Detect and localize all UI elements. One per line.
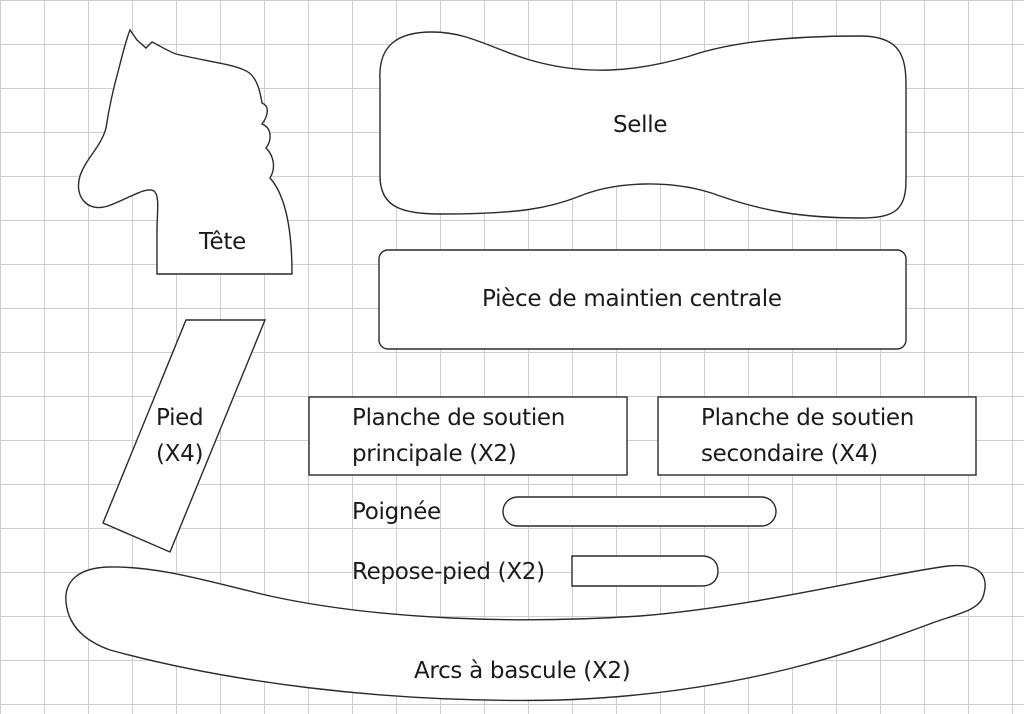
foot-label-line2: (X4) (156, 441, 204, 467)
secondary-support-board-outline (657, 396, 977, 476)
secondary-support-board-label-line2: secondaire (X4) (701, 441, 878, 467)
handle-outline (502, 496, 777, 527)
head-label: Tête (199, 229, 246, 255)
secondary-support-board-label-line1: Planche de soutien (701, 405, 915, 431)
main-support-board-label-line1: Planche de soutien (352, 405, 566, 431)
foot-outline (102, 319, 267, 553)
main-support-board-label-line2: principale (X2) (352, 441, 517, 467)
rocker-outline (65, 564, 986, 702)
central-support-label: Pièce de maintien centrale (482, 286, 782, 312)
saddle-label: Selle (613, 112, 668, 138)
central-support-outline (378, 249, 907, 350)
head-outline (77, 28, 293, 275)
footrest-label: Repose-pied (X2) (352, 559, 545, 585)
saddle-outline (379, 31, 907, 219)
main-support-board-outline (308, 396, 628, 476)
foot-label-line1: Pied (156, 405, 204, 431)
footrest-outline (571, 555, 719, 587)
handle-label: Poignée (352, 499, 441, 525)
rocker-label: Arcs à bascule (X2) (414, 658, 631, 684)
